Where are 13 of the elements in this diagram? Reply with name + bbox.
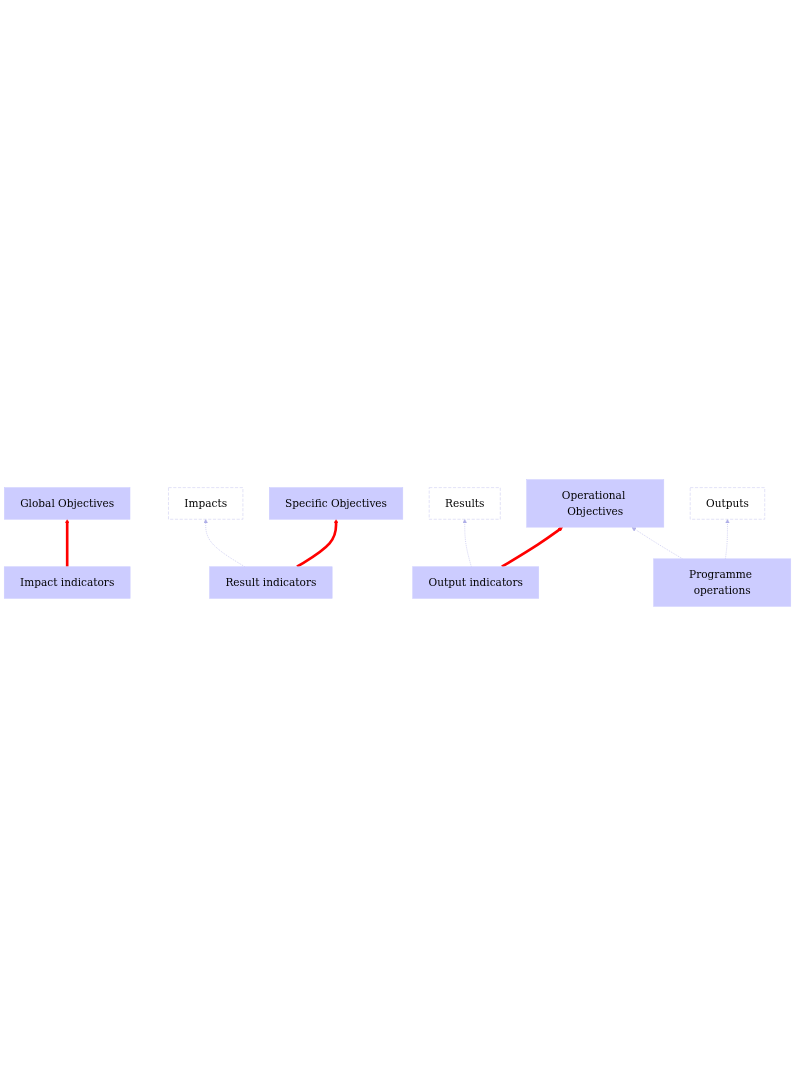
node-box: Global Objectives bbox=[4, 487, 131, 520]
arrow bbox=[64, 519, 70, 567]
node-box: Outputs bbox=[689, 487, 765, 520]
arrow bbox=[296, 519, 339, 568]
node-box: Impacts bbox=[168, 487, 244, 520]
node-box: Result indicators bbox=[209, 566, 333, 599]
node-box: Specific Objectives bbox=[269, 487, 404, 520]
node-box: Results bbox=[428, 487, 501, 520]
node-box: Programme operations bbox=[653, 558, 792, 607]
node-box: Operational Objectives bbox=[526, 479, 665, 528]
arrow bbox=[501, 526, 563, 568]
node-box: Impact indicators bbox=[3, 566, 131, 599]
node-box: Output indicators bbox=[412, 566, 540, 599]
